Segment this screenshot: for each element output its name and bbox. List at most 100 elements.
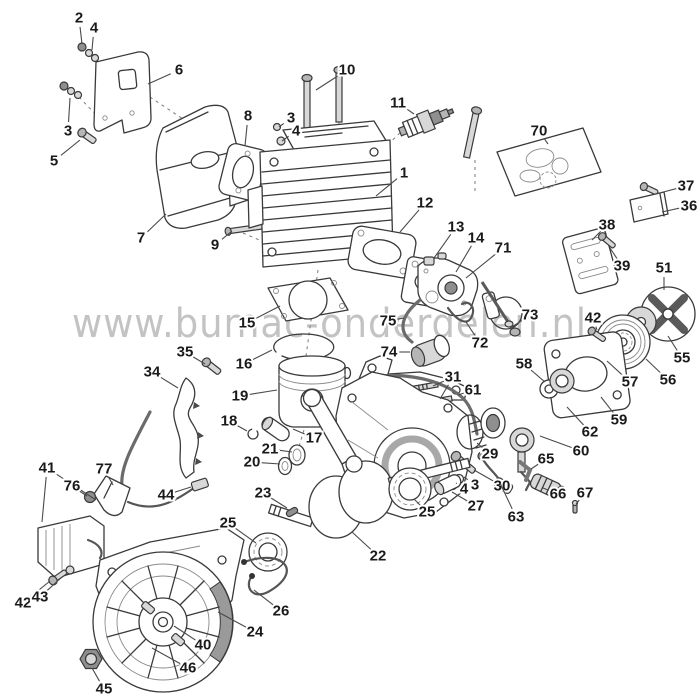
part-number-label: 1: [400, 165, 408, 182]
part-number-label: 11: [390, 95, 406, 112]
leader-line: [575, 499, 580, 505]
part-number-label: 3: [287, 110, 295, 127]
part-number-label: 59: [611, 412, 628, 429]
part-number-label: 73: [522, 307, 539, 324]
part-number-label: 27: [468, 498, 485, 515]
part-number-label: 34: [144, 364, 161, 381]
part-number-label: 43: [32, 589, 49, 606]
leader-line: [473, 469, 495, 483]
leader-line: [67, 97, 71, 123]
part-number-label: 36: [681, 198, 698, 215]
part-number-label: 4: [292, 123, 301, 140]
leader-line: [396, 317, 405, 320]
leader-line: [476, 442, 484, 449]
leader-line: [465, 253, 497, 279]
part-number-label: 25: [220, 515, 237, 532]
crankshaft: [267, 388, 471, 539]
oil-pump: [509, 427, 535, 492]
part-number-label: 44: [158, 487, 175, 504]
leader-line: [455, 482, 458, 485]
part-number-label: 22: [370, 548, 387, 565]
part-number-label: 20: [244, 454, 261, 471]
leader-line: [46, 576, 63, 592]
part-number-label: 2: [75, 10, 83, 27]
leader-line: [439, 384, 449, 400]
part-number-label: 75: [380, 313, 397, 330]
rod-washers: [277, 444, 306, 476]
leader-line: [609, 247, 618, 259]
part-number-label: 56: [660, 372, 677, 389]
leader-line: [530, 369, 546, 383]
leader-line: [375, 178, 398, 197]
wrist-pin: [261, 416, 290, 442]
part-number-label: 45: [96, 681, 113, 698]
part-number-label: 63: [508, 509, 525, 526]
leader-line: [543, 138, 549, 145]
leader-line: [253, 589, 275, 606]
part-number-label: 41: [39, 460, 56, 477]
leader-line: [270, 497, 288, 509]
leader-line: [530, 463, 539, 470]
part-number-label: 70: [531, 123, 548, 140]
part-number-label: 46: [180, 660, 197, 677]
leader-line: [107, 476, 114, 486]
carburetor: [417, 252, 479, 317]
leader-line: [254, 305, 281, 320]
leader-line: [221, 230, 233, 240]
bushing-27: [434, 474, 462, 496]
flywheel-nut: [79, 648, 103, 670]
leader-line: [41, 476, 47, 523]
part-number-label: 57: [622, 374, 639, 391]
main-bearing-right: [388, 467, 432, 511]
woodruff-key: [285, 506, 299, 518]
screw-42-right: [587, 326, 607, 343]
leader-line: [251, 349, 273, 361]
heat-shield-plate: [93, 51, 152, 134]
leader-line: [655, 187, 678, 195]
leader-line: [455, 245, 472, 273]
leader-line: [260, 462, 281, 465]
part-number-label: 13: [448, 219, 465, 236]
main-bearing-left: [248, 532, 288, 572]
part-number-label: 19: [232, 388, 249, 405]
cylinder-bolts: [272, 65, 483, 159]
leader-line: [235, 527, 257, 544]
leader-line: [645, 358, 662, 375]
leader-line: [405, 107, 415, 115]
part-number-label: 61: [465, 382, 482, 399]
leader-line: [315, 74, 340, 91]
leader-line: [457, 392, 465, 396]
part-number-label: 71: [495, 240, 512, 257]
leader-line: [236, 424, 248, 432]
leader-line: [539, 435, 573, 449]
leader-line: [600, 396, 614, 414]
leader-line: [292, 428, 306, 435]
part-number-label: 72: [472, 335, 489, 352]
leader-line: [433, 234, 452, 259]
part-number-label: 26: [273, 603, 290, 620]
leader-line: [661, 207, 681, 213]
part-number-label: 15: [239, 315, 256, 332]
leader-line: [29, 580, 51, 598]
part-number-label: 17: [306, 430, 323, 447]
leader-line: [278, 449, 293, 453]
spark-plug: [397, 108, 455, 138]
part-number-label: 8: [244, 108, 252, 125]
part-number-label: 3: [471, 477, 479, 494]
part-number-label: 38: [599, 217, 616, 234]
part-number-label: 18: [221, 413, 238, 430]
base-gasket: [267, 277, 349, 322]
fuel-line-filter: [401, 298, 450, 367]
leader-line: [606, 360, 624, 377]
part-number-label: 23: [255, 485, 272, 502]
leader-line: [595, 326, 598, 331]
part-number-label: 3: [64, 123, 72, 140]
part-number-label: 4: [90, 20, 99, 37]
part-number-label: 76: [64, 478, 81, 495]
leader-line: [244, 124, 248, 147]
leader-line: [511, 319, 523, 328]
part-number-label: 4: [460, 481, 469, 498]
leader-line: [91, 667, 101, 682]
leader-line: [91, 36, 94, 51]
